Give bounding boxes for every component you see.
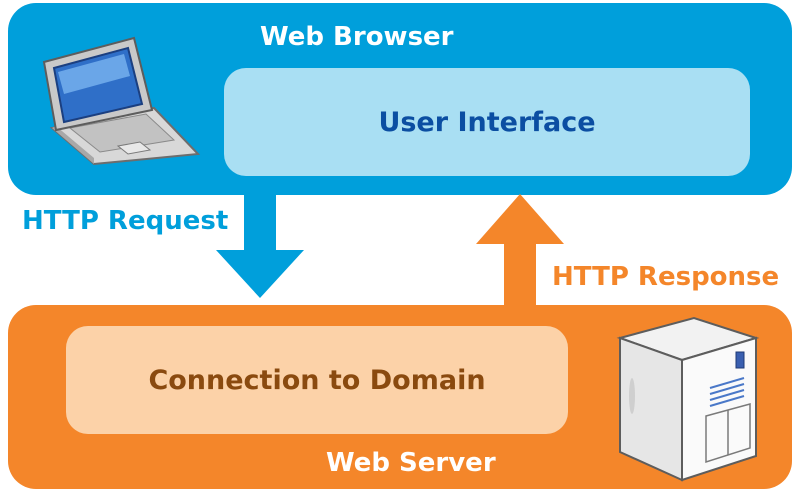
connection-to-domain-box: Connection to Domain	[66, 326, 568, 434]
user-interface-label: User Interface	[378, 106, 596, 138]
laptop-icon	[42, 36, 201, 166]
web-browser-title: Web Browser	[260, 22, 454, 52]
connection-to-domain-label: Connection to Domain	[148, 364, 486, 396]
web-server-title: Web Server	[326, 448, 496, 478]
http-request-label: HTTP Request	[22, 206, 229, 236]
http-response-label: HTTP Response	[552, 262, 780, 292]
http-response-arrow	[476, 194, 564, 310]
server-tower-icon	[616, 316, 760, 482]
http-request-arrow	[216, 190, 304, 298]
user-interface-box: User Interface	[224, 68, 750, 176]
